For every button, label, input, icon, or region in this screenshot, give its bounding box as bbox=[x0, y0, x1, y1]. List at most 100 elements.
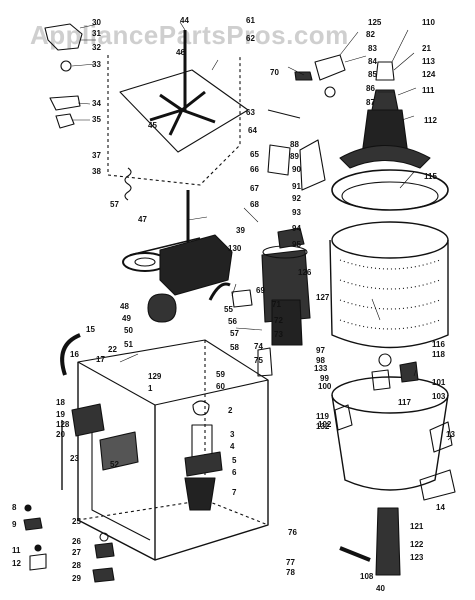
callout-label: 12 bbox=[12, 559, 21, 568]
callout-label: 47 bbox=[138, 215, 147, 224]
callout-label: 1 bbox=[148, 384, 153, 393]
spin-basket-top bbox=[331, 221, 449, 259]
motor-mount-74 bbox=[257, 347, 273, 377]
callout-label: 130 bbox=[228, 244, 242, 253]
callout-label: 101 bbox=[432, 378, 446, 387]
callout-label: 98 bbox=[316, 356, 325, 365]
callout-label: 121 bbox=[410, 522, 424, 531]
mounting-plate bbox=[119, 69, 249, 153]
callout-label: 37 bbox=[92, 151, 101, 160]
lid-switch-130 bbox=[277, 227, 305, 249]
callout-label: 69 bbox=[256, 286, 265, 295]
callout-label: 74 bbox=[254, 342, 263, 351]
callout-label: 17 bbox=[96, 355, 105, 364]
callout-label: 44 bbox=[180, 16, 189, 25]
callout-label: 48 bbox=[120, 302, 129, 311]
callout-label: 122 bbox=[410, 540, 424, 549]
callout-label: 60 bbox=[216, 382, 225, 391]
callout-label: 111 bbox=[422, 86, 435, 95]
top-left-bracket bbox=[44, 23, 83, 51]
callout-label: 93 bbox=[292, 208, 301, 217]
small-clip-63 bbox=[267, 109, 301, 119]
callout-label: 14 bbox=[436, 503, 445, 512]
callout-label: 8 bbox=[12, 503, 17, 512]
callout-label: 78 bbox=[286, 568, 295, 577]
drain-hose bbox=[208, 282, 231, 301]
mounting-plate-star bbox=[149, 90, 216, 136]
clip-part-35 bbox=[55, 113, 75, 129]
callout-label: 59 bbox=[216, 370, 225, 379]
callout-label: 128 bbox=[56, 420, 70, 429]
agitator-base bbox=[339, 144, 431, 169]
callout-label: 45 bbox=[148, 121, 157, 130]
tub-ring-inner bbox=[341, 181, 439, 211]
bracket-part-4 bbox=[184, 451, 223, 477]
callout-label: 23 bbox=[70, 454, 79, 463]
callout-label: 31 bbox=[92, 29, 101, 38]
callout-label: 19 bbox=[56, 410, 65, 419]
cabinet-top-edge bbox=[77, 339, 269, 406]
part-2 bbox=[192, 400, 210, 416]
callout-label: 92 bbox=[292, 194, 301, 203]
callout-label: 46 bbox=[176, 48, 185, 57]
clip-part-9 bbox=[23, 517, 43, 531]
callout-label: 6 bbox=[232, 468, 237, 477]
callout-label: 83 bbox=[368, 44, 377, 53]
callout-label: 21 bbox=[422, 44, 431, 53]
callout-label: 118 bbox=[432, 350, 445, 359]
callout-label: 123 bbox=[410, 553, 424, 562]
callout-label: 97 bbox=[316, 346, 325, 355]
callout-label: 58 bbox=[230, 343, 239, 352]
callout-label: 51 bbox=[124, 340, 133, 349]
callout-label: 94 bbox=[292, 224, 301, 233]
callout-label: 76 bbox=[288, 528, 297, 537]
callout-label: 5 bbox=[232, 456, 237, 465]
callout-label: 64 bbox=[248, 126, 257, 135]
callout-label: 75 bbox=[254, 356, 263, 365]
callout-label: 127 bbox=[316, 293, 330, 302]
callout-label: 33 bbox=[92, 60, 101, 69]
callout-label: 100 bbox=[318, 382, 332, 391]
callout-label: 87 bbox=[366, 98, 375, 107]
callout-label: 112 bbox=[424, 116, 437, 125]
clip-part-118 bbox=[399, 361, 419, 383]
callout-label: 133 bbox=[314, 364, 328, 373]
callout-label: 30 bbox=[92, 18, 101, 27]
callout-label: 38 bbox=[92, 167, 101, 176]
pump bbox=[147, 293, 177, 323]
bracket-part-89 bbox=[299, 139, 326, 191]
foot-part-27 bbox=[94, 542, 115, 559]
callout-label: 50 bbox=[124, 326, 133, 335]
cabinet-side bbox=[154, 380, 269, 561]
washer-part-86 bbox=[324, 86, 336, 98]
agitator-cap bbox=[375, 61, 395, 81]
callout-label: 66 bbox=[250, 165, 259, 174]
callout-label: 62 bbox=[246, 34, 255, 43]
cabinet-inner-left bbox=[91, 420, 151, 541]
callout-label: 27 bbox=[72, 548, 81, 557]
spin-basket bbox=[329, 239, 449, 349]
clip-part-33 bbox=[60, 60, 72, 72]
callout-label: 102 bbox=[318, 420, 332, 429]
callout-label: 115 bbox=[424, 172, 437, 181]
callout-label: 13 bbox=[446, 430, 455, 439]
assembly-box-dashed bbox=[107, 55, 241, 186]
callout-label: 4 bbox=[230, 442, 235, 451]
callout-label: 110 bbox=[422, 18, 435, 27]
callout-label: 35 bbox=[92, 115, 101, 124]
callout-label: 86 bbox=[366, 84, 375, 93]
agitator-top bbox=[371, 89, 399, 111]
callout-label: 3 bbox=[230, 430, 235, 439]
callout-label: 113 bbox=[422, 57, 435, 66]
center-connector bbox=[231, 289, 253, 308]
callout-label: 39 bbox=[236, 226, 245, 235]
callout-label: 57 bbox=[230, 329, 239, 338]
callout-label: 73 bbox=[274, 330, 283, 339]
foot-part-29 bbox=[92, 567, 115, 583]
callout-label: 34 bbox=[92, 99, 101, 108]
callout-label: 25 bbox=[72, 517, 81, 526]
callout-label: 124 bbox=[422, 70, 436, 79]
callout-label: 85 bbox=[368, 70, 377, 79]
